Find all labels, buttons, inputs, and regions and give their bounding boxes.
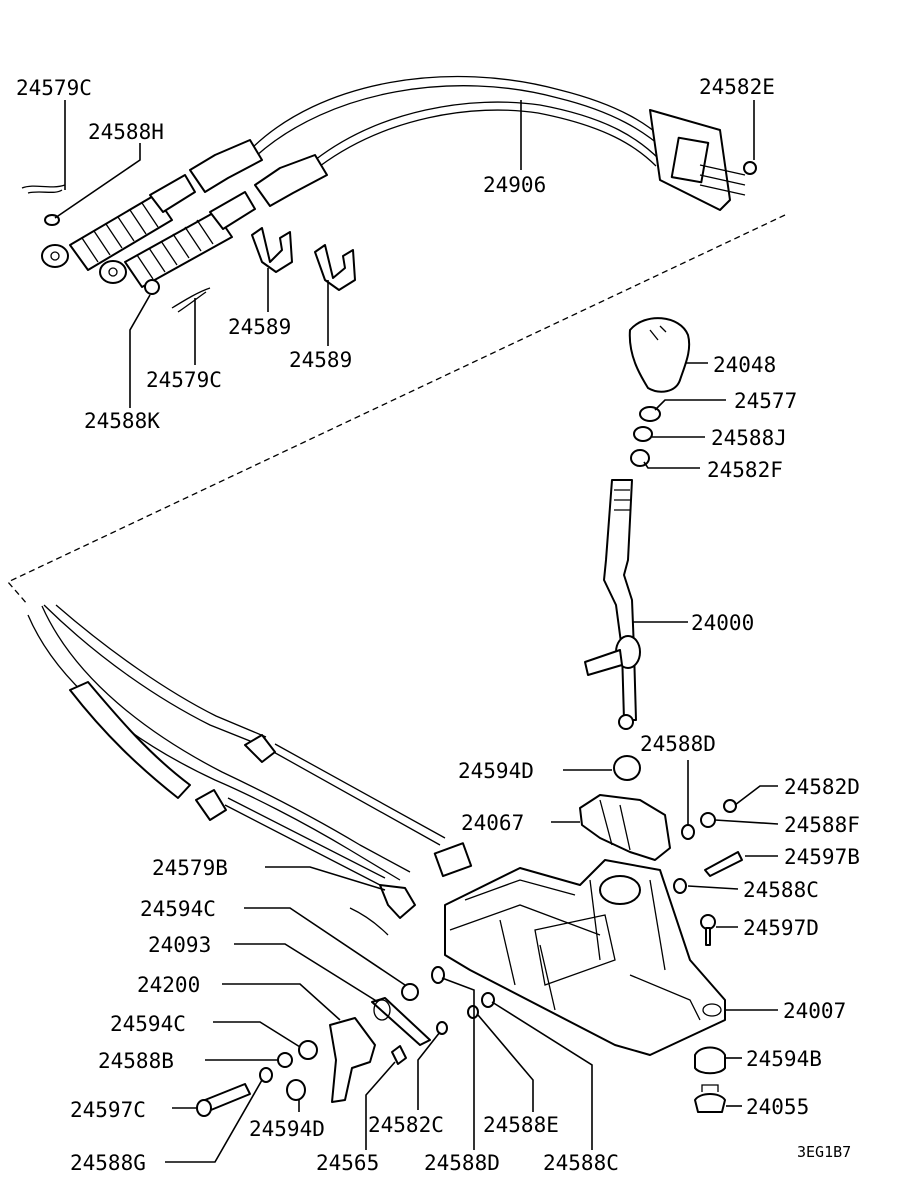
label-24589-a: 24589 [228,315,291,339]
label-24000: 24000 [691,611,754,635]
shift-cable-assembly-lower [27,604,473,936]
label-24588C-a: 24588C [743,878,819,902]
label-24906: 24906 [483,173,546,197]
label-24588C-b: 24588C [543,1151,619,1175]
label-24597B: 24597B [784,845,860,869]
label-24588E: 24588E [483,1113,559,1137]
label-24588B: 24588B [98,1049,174,1073]
shift-lever-housing [444,859,726,1056]
label-24565: 24565 [316,1151,379,1175]
label-24594C-b: 24594C [110,1012,186,1036]
label-24093: 24093 [148,933,211,957]
label-24597D: 24597D [743,916,819,940]
label-24588G: 24588G [70,1151,146,1175]
label-24007: 24007 [783,999,846,1023]
label-24589-b: 24589 [289,348,352,372]
label-24579C-a: 24579C [16,76,92,100]
leader-lines [54,100,779,1163]
label-24582E: 24582E [699,75,775,99]
label-24588F: 24588F [784,813,860,837]
label-24588D-b: 24588D [424,1151,500,1175]
label-24597C: 24597C [70,1098,146,1122]
label-24594D-a: 24594D [458,759,534,783]
label-24067: 24067 [461,811,524,835]
lower-small-parts [196,966,726,1117]
label-24594B: 24594B [746,1047,822,1071]
label-24048: 24048 [713,353,776,377]
label-24594C-a: 24594C [140,897,216,921]
label-24582C: 24582C [368,1113,444,1137]
label-24579B: 24579B [152,856,228,880]
label-24579C-b: 24579C [146,368,222,392]
label-24588D-a: 24588D [640,732,716,756]
label-24582F: 24582F [707,458,783,482]
shift-cable-assembly-upper [21,75,757,313]
part-number-labels: 24579C 24588H 24582E 24906 24589 24589 2… [16,75,860,1175]
label-24582D: 24582D [784,775,860,799]
label-24577: 24577 [734,389,797,413]
drawing-code: 3EG1B7 [797,1143,851,1161]
label-24588J: 24588J [711,426,787,450]
label-24588K: 24588K [84,409,160,433]
label-24594D-b: 24594D [249,1117,325,1141]
label-24200: 24200 [137,973,200,997]
label-24588H: 24588H [88,120,164,144]
label-24055: 24055 [746,1095,809,1119]
shift-lever-stack [579,317,743,946]
